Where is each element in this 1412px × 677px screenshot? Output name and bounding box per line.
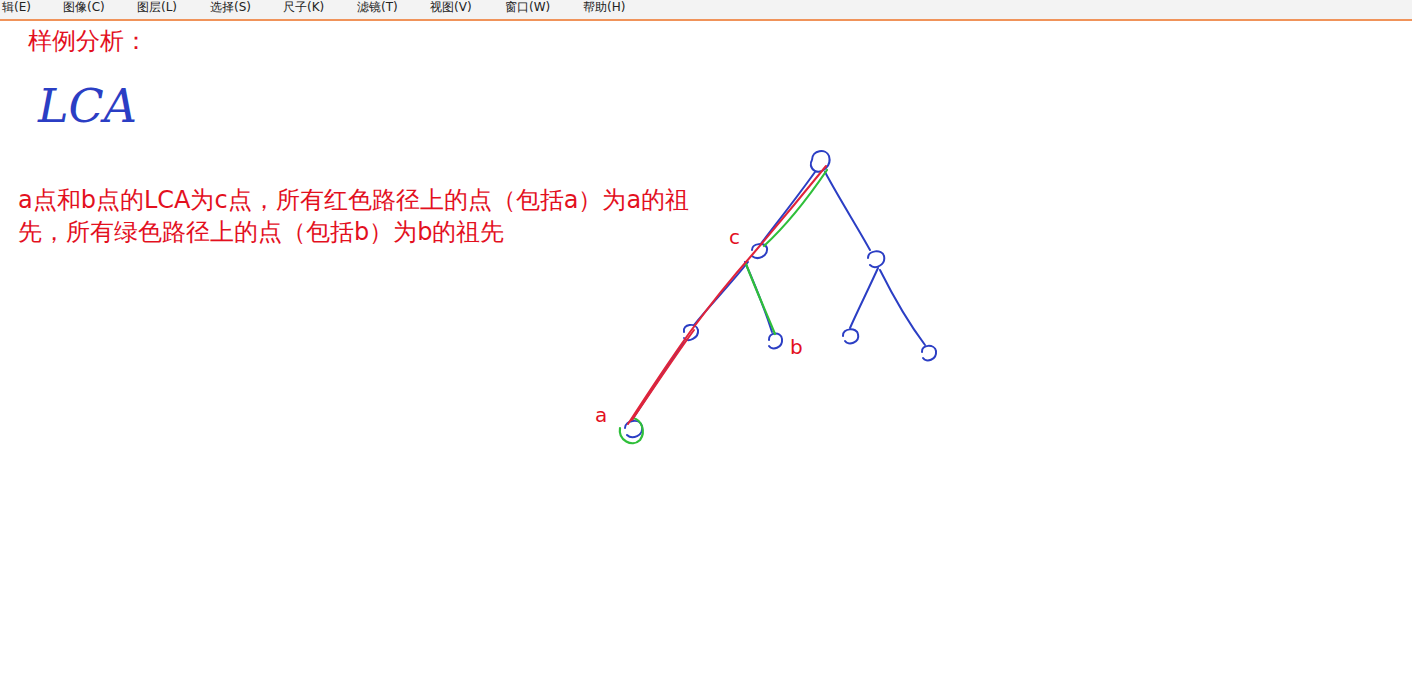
tree-node <box>811 151 830 172</box>
tree-node <box>843 329 858 343</box>
tree-edge <box>760 172 815 245</box>
menu-item: 帮助(H) <box>583 1 625 15</box>
node-name: b <box>790 336 803 359</box>
tree-edge <box>880 270 925 345</box>
menu-item: 视图(V) <box>430 1 472 15</box>
menu-item: 尺子(K) <box>283 1 324 15</box>
menu-item: 窗口(W) <box>505 1 550 15</box>
tree-edge <box>850 268 878 328</box>
tree-node <box>769 333 782 348</box>
node-name: a <box>595 404 607 427</box>
node-name: c <box>729 226 740 249</box>
tree-edge <box>825 172 870 250</box>
menu-item: 图层(L) <box>137 1 177 15</box>
menu-item: 图像(C) <box>63 1 105 15</box>
explanation-note: a点和b点的LCA为c点，所有红色路径上的点（包括a）为a的祖先，所有绿色路径上… <box>18 184 723 248</box>
green-path <box>764 170 827 246</box>
tree-node <box>922 346 936 361</box>
section-heading: 样例分析： <box>28 28 148 56</box>
menu-item: 滤镜(T) <box>357 1 398 15</box>
tree-node <box>868 251 884 267</box>
green-highlight <box>620 418 643 443</box>
handwritten-note: LCA <box>38 80 137 133</box>
green-path <box>746 264 775 334</box>
red-path <box>632 330 694 420</box>
menu-item: 辑(E) <box>2 1 31 15</box>
menu-item: 选择(S) <box>210 1 251 15</box>
